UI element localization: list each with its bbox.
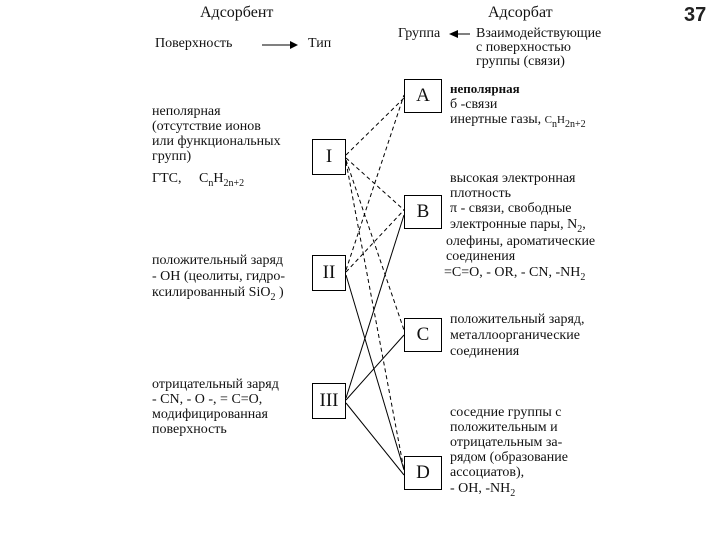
desc-A-line-1: неполярная: [450, 81, 520, 96]
desc-D-line-5: ассоциатов),: [450, 465, 525, 480]
group-box-B: B: [404, 195, 442, 229]
desc-D-line-1: соседние группы с: [450, 405, 562, 420]
header-adsorbent: Адсорбент: [200, 4, 274, 21]
desc-D-line-6: - OH, -NH2: [450, 482, 515, 501]
desc-II-line-3-sub: 2: [270, 291, 276, 303]
group-interaction-arrowhead: [449, 30, 458, 38]
desc-C-line-3: соединения: [450, 344, 520, 359]
desc-A-line-3-text: инертные газы,: [450, 112, 545, 127]
surface-type-arrowhead: [290, 41, 298, 49]
desc-D-line-3: отрицательным за-: [450, 435, 563, 450]
desc-I-line-2: (отсутствие ионов: [152, 119, 261, 134]
desc-A-line-3: инертные газы, CnH2n+2: [450, 113, 586, 132]
desc-I-formula-c: C: [198, 171, 209, 186]
desc-I-formula: ГТС, CnH2n+2: [152, 172, 244, 191]
desc-C-line-1: положительный заряд,: [450, 312, 585, 327]
desc-D-line-2: положительным и: [450, 420, 558, 435]
desc-III-line-4: поверхность: [152, 422, 227, 437]
line-II-D: [345, 274, 405, 471]
desc-A-line-3-c: C: [544, 114, 552, 126]
desc-A-line-3-sub: 2n+2: [564, 118, 586, 130]
desc-B-line-6: соединения: [446, 249, 516, 264]
desc-B-line-3: π - связи, свободные: [450, 201, 572, 216]
desc-B-line-4-text: электронные пары, N: [450, 217, 578, 232]
desc-II-line-3: ксилированный SiO2 ): [152, 286, 284, 305]
header-type: Тип: [308, 36, 332, 51]
desc-I-line-3: или функциональных: [152, 134, 281, 149]
header-surface: Поверхность: [155, 36, 233, 51]
type-box-III: III: [312, 383, 346, 419]
desc-D-line-6-text: - OH, -NH: [450, 481, 511, 496]
line-II-B: [345, 209, 405, 273]
line-III-D: [345, 402, 405, 476]
group-box-A: A: [404, 79, 442, 113]
desc-B-line-4-tail: ,: [582, 217, 586, 232]
desc-B-line-1: высокая электронная: [450, 171, 576, 186]
line-II-A: [345, 94, 405, 271]
header-interaction-3: группы (связи): [476, 54, 565, 69]
header-adsorbate: Адсорбат: [488, 4, 553, 21]
line-III-C: [345, 334, 405, 401]
desc-B-line-4: электронные пары, N2,: [450, 218, 586, 237]
desc-B-line-7-sub: 2: [580, 271, 586, 283]
desc-C-line-2: металлоорганические: [450, 328, 580, 343]
line-I-A: [345, 97, 405, 156]
group-box-C: C: [404, 318, 442, 352]
type-box-I: I: [312, 139, 346, 175]
desc-III-line-3: модифицированная: [152, 407, 268, 422]
desc-B-line-5: олефины, ароматические: [446, 234, 596, 249]
desc-I-formula-h: H: [213, 171, 224, 186]
type-box-II: II: [312, 255, 346, 291]
desc-II-line-2: - ОН (цеолиты, гидро-: [152, 269, 286, 284]
desc-A-line-3-h: H: [556, 114, 565, 126]
group-box-D: D: [404, 456, 442, 490]
desc-A-line-3-n: n: [551, 118, 557, 130]
desc-B-line-7: =C=O, - OR, - CN, -NH2: [444, 266, 585, 285]
desc-III-line-1: отрицательный заряд: [152, 377, 279, 392]
desc-II-line-3-tail: ): [275, 285, 284, 300]
line-III-B: [345, 214, 405, 399]
desc-B-line-4-sub: 2: [577, 223, 583, 235]
page-number: 37: [684, 4, 707, 26]
desc-B-line-2: плотность: [450, 186, 511, 201]
desc-I-line-4: групп): [152, 149, 192, 164]
header-interaction-2: с поверхностью: [476, 40, 571, 55]
desc-B-line-7-text: =C=O, - OR, - CN, -NH: [444, 265, 581, 280]
desc-I-line-1: неполярная: [152, 104, 221, 119]
line-I-B: [345, 157, 405, 211]
desc-II-line-1: положительный заряд: [152, 253, 284, 268]
line-I-C: [345, 159, 405, 331]
line-I-D: [345, 161, 405, 471]
desc-I-formula-prefix: ГТС,: [152, 171, 182, 186]
desc-II-line-3-text: ксилированный SiO: [152, 285, 271, 300]
header-interaction-1: Взаимодействующие: [476, 26, 602, 41]
desc-I-formula-n: n: [208, 177, 214, 189]
header-group: Группа: [398, 26, 441, 41]
desc-D-line-4: рядом (образование: [450, 450, 568, 465]
desc-D-line-6-sub: 2: [510, 487, 516, 499]
desc-A-line-2: б -связи: [450, 97, 498, 112]
desc-III-line-2: - CN, - O -, = C=O,: [152, 392, 263, 407]
desc-I-formula-sub: 2n+2: [223, 177, 245, 189]
